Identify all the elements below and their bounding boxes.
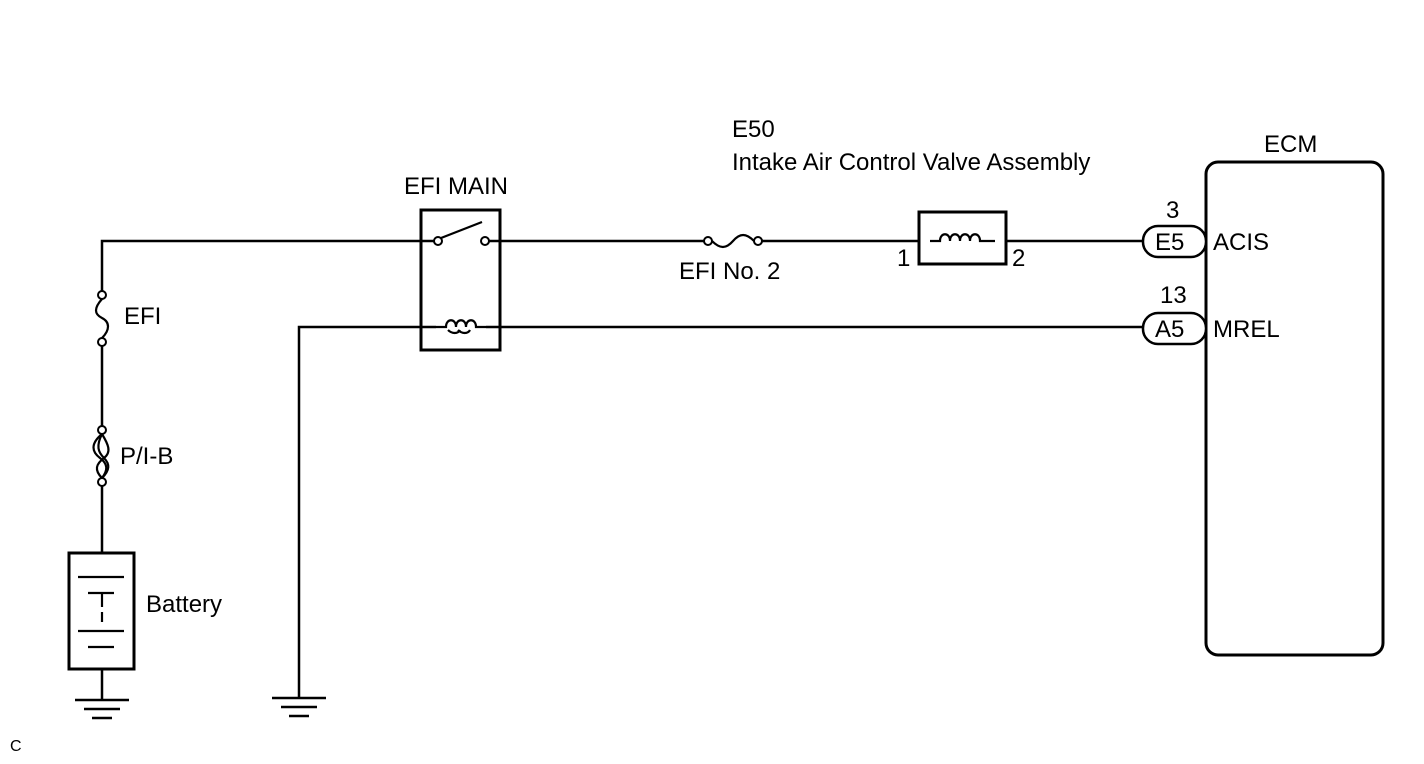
wire-battery-feed <box>100 239 436 552</box>
ecm-pin-mrel-name: MREL <box>1213 316 1280 343</box>
relay-coil-icon <box>436 319 486 335</box>
ecm-pin-acis-number: 3 <box>1166 197 1179 224</box>
ground-relay-icon <box>272 696 326 718</box>
fuse-efi-no2-icon <box>703 233 763 249</box>
ecm-box <box>1204 160 1385 657</box>
valve-pin-2: 2 <box>1012 245 1025 272</box>
valve-coil-icon <box>930 233 995 243</box>
component-name: Intake Air Control Valve Assembly <box>732 149 1090 176</box>
intake-air-control-valve <box>917 210 1008 266</box>
fusible-link-pib-icon <box>92 425 110 487</box>
ground-battery-icon <box>75 698 129 720</box>
component-code: E50 <box>732 116 775 143</box>
ecm-connector-e5-label: E5 <box>1155 229 1184 256</box>
relay-efi-main <box>419 208 502 352</box>
ecm-connector-e5 <box>1141 224 1208 259</box>
wire-relay-coil-ground <box>297 325 436 698</box>
ecm-pin-acis-name: ACIS <box>1213 229 1269 256</box>
battery-label: Battery <box>146 591 222 618</box>
battery <box>67 551 136 700</box>
fusible-link-pib-label: P/I-B <box>120 443 173 470</box>
ecm-pin-mrel-number: 13 <box>1160 282 1187 309</box>
ecm-connector-a5-label: A5 <box>1155 316 1184 343</box>
valve-pin-1: 1 <box>897 245 910 272</box>
corner-mark: C <box>10 738 22 755</box>
fuse-efi-no2-label: EFI No. 2 <box>679 258 780 285</box>
fuse-efi-icon <box>94 290 110 347</box>
ecm-connector-a5 <box>1141 311 1208 346</box>
relay-efi-main-label: EFI MAIN <box>404 173 508 200</box>
fuse-efi-label: EFI <box>124 303 161 330</box>
ecm-label: ECM <box>1264 131 1317 158</box>
